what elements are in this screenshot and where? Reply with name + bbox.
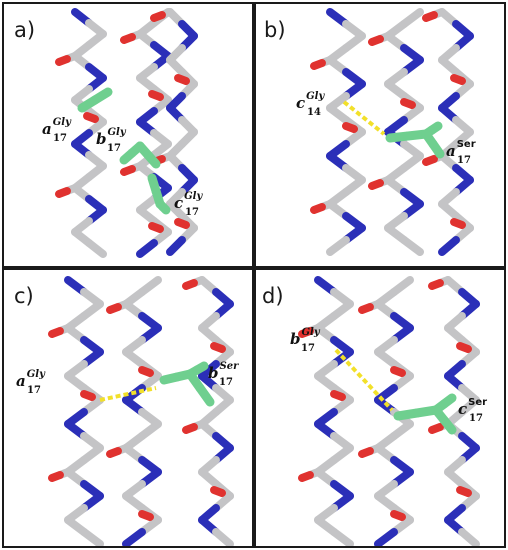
backbone-bond [458,528,480,546]
highlight-bond [439,393,457,409]
carbonyl-bond [368,179,384,190]
carbonyl-bond [150,11,166,22]
panel-letter-a: a) [14,18,36,42]
carbonyl-bond [368,35,384,46]
carbonyl-bond [422,11,438,22]
structure-c [48,276,234,546]
carbonyl-bond [298,471,314,482]
carbonyl-bond [390,510,406,521]
carbonyl-bond [182,423,198,434]
carbonyl-bond [310,203,326,214]
carbonyl-bond [106,303,122,314]
hydrogen-bond [99,386,157,402]
carbonyl-bond [428,279,444,290]
carbonyl-bond [210,486,226,497]
carbonyl-bond [450,74,466,85]
structure-a [55,8,198,258]
highlight-bond [158,202,171,215]
backbone-bond [438,236,460,256]
backbone-bond [136,239,158,258]
backbone-bond [85,239,107,258]
carbonyl-bond [148,222,164,233]
carbonyl-bond [120,165,136,176]
carbonyl-bond [174,218,190,229]
carbonyl-bond [210,342,226,353]
carbonyl-bond [148,90,164,101]
carbonyl-bond [390,366,406,377]
carbonyl-bond [138,510,154,521]
carbonyl-bond [310,59,326,70]
carbonyl-bond [48,471,64,482]
carbonyl-bond [120,33,136,44]
structure-d [298,276,480,546]
highlight-bond [439,415,457,435]
carbonyl-bond [422,155,438,166]
carbonyl-bond [83,112,99,123]
highlight-bond [90,87,113,105]
carbonyl-bond [400,98,416,109]
backbone-bond [122,528,146,546]
carbonyl-bond [358,447,374,458]
carbonyl-bond [138,366,154,377]
carbonyl-bond [456,342,472,353]
carbonyl-bond [298,327,314,338]
structure-b [310,8,474,256]
carbonyl-bond [330,390,346,401]
hydrogen-bond [342,100,386,136]
highlight-bond [143,150,161,169]
backbone-bond [400,236,424,256]
carbonyl-bond [342,122,358,133]
hydrogen-bond [334,348,394,412]
carbonyl-bond [106,447,122,458]
backbone-bond [80,528,104,546]
panel-letter-c: c) [14,284,34,308]
carbonyl-bond [48,327,64,338]
highlight-bond [427,121,443,135]
carbonyl-bond [456,486,472,497]
backbone-bond [330,528,354,546]
highlight-bond [192,361,209,375]
panel-letter-b: b) [264,18,286,42]
highlight-bond [195,383,215,407]
carbonyl-bond [174,74,190,85]
carbonyl-bond [428,423,444,434]
carbonyl-bond [80,390,96,401]
carbonyl-bond [182,279,198,290]
highlight-bond [428,139,445,159]
carbonyl-bond [450,218,466,229]
backbone-bond [326,236,350,256]
backbone-bond [212,528,234,546]
carbonyl-bond [358,303,374,314]
carbonyl-bond [55,55,71,66]
backbone-bond [166,236,186,256]
panel-letter-d: d) [262,284,284,308]
backbone-bond [374,528,398,546]
carbonyl-bond [55,187,71,198]
